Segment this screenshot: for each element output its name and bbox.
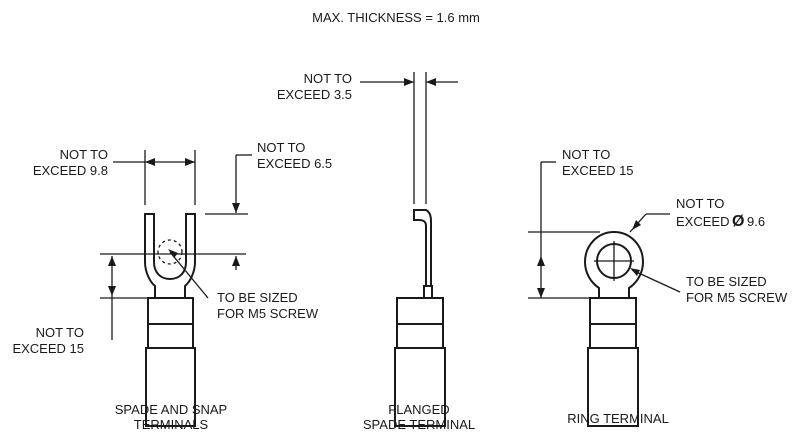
ring-screw-label-1: TO BE SIZED: [686, 274, 767, 289]
ring-sleeve: [589, 297, 637, 325]
flanged-sleeve-lower: [396, 323, 444, 349]
ring-length-label-1: NOT TO: [562, 147, 610, 162]
ring-dia-value: 9.6: [747, 214, 765, 229]
ring-caption: RING TERMINAL: [567, 411, 669, 426]
ring-sleeve-lower: [589, 323, 637, 349]
ring-screw-label-2: FOR M5 SCREW: [686, 290, 788, 305]
flanged-spade-terminal: NOT TO EXCEED 3.5 FLANGED SPADE TERMINAL: [277, 71, 475, 432]
flanged-blade: [413, 209, 432, 287]
spade-caption-1: SPADE AND SNAP: [115, 402, 227, 417]
spade-screw-label-1: TO BE SIZED: [217, 290, 298, 305]
ring-dia-label-2: EXCEED: [676, 214, 729, 229]
ring-dia-label-1: NOT TO: [676, 196, 724, 211]
spade-screw-label-2: FOR M5 SCREW: [217, 306, 319, 321]
spade-fork: [144, 213, 196, 298]
spade-width-label-1: NOT TO: [60, 147, 108, 162]
flanged-sleeve: [396, 297, 444, 325]
spade-sleeve: [147, 297, 194, 325]
flanged-thick-label-1: NOT TO: [304, 71, 352, 86]
spade-screw-circle: [157, 239, 183, 265]
spade-length-label-2: EXCEED 15: [12, 341, 84, 356]
ring-body: [583, 230, 645, 298]
spade-top-label-2: EXCEED 6.5: [257, 156, 332, 171]
flanged-barrel: [394, 347, 446, 427]
spade-sleeve-lower: [147, 323, 194, 349]
flanged-caption-1: FLANGED: [388, 402, 449, 417]
ring-terminal: NOT TO EXCEED 15 NOT TO EXCEED Ø 9.6 TO …: [528, 147, 788, 427]
spade-caption-2: TERMINALS: [134, 417, 209, 432]
ring-length-label-2: EXCEED 15: [562, 163, 634, 178]
spade-terminal: NOT TO EXCEED 9.8 NOT TO EXCEED 6.5 NOT …: [12, 140, 332, 432]
ring-dia-symbol: Ø: [732, 213, 744, 230]
max-thickness-label: MAX. THICKNESS = 1.6 mm: [312, 10, 480, 25]
flanged-thick-label-2: EXCEED 3.5: [277, 87, 352, 102]
spade-top-label-1: NOT TO: [257, 140, 305, 155]
flanged-neck: [423, 285, 433, 299]
spade-width-label-2: EXCEED 9.8: [33, 163, 108, 178]
spade-length-label-1: NOT TO: [36, 325, 84, 340]
flanged-caption-2: SPADE TERMINAL: [363, 417, 475, 432]
spade-barrel: [145, 347, 196, 427]
